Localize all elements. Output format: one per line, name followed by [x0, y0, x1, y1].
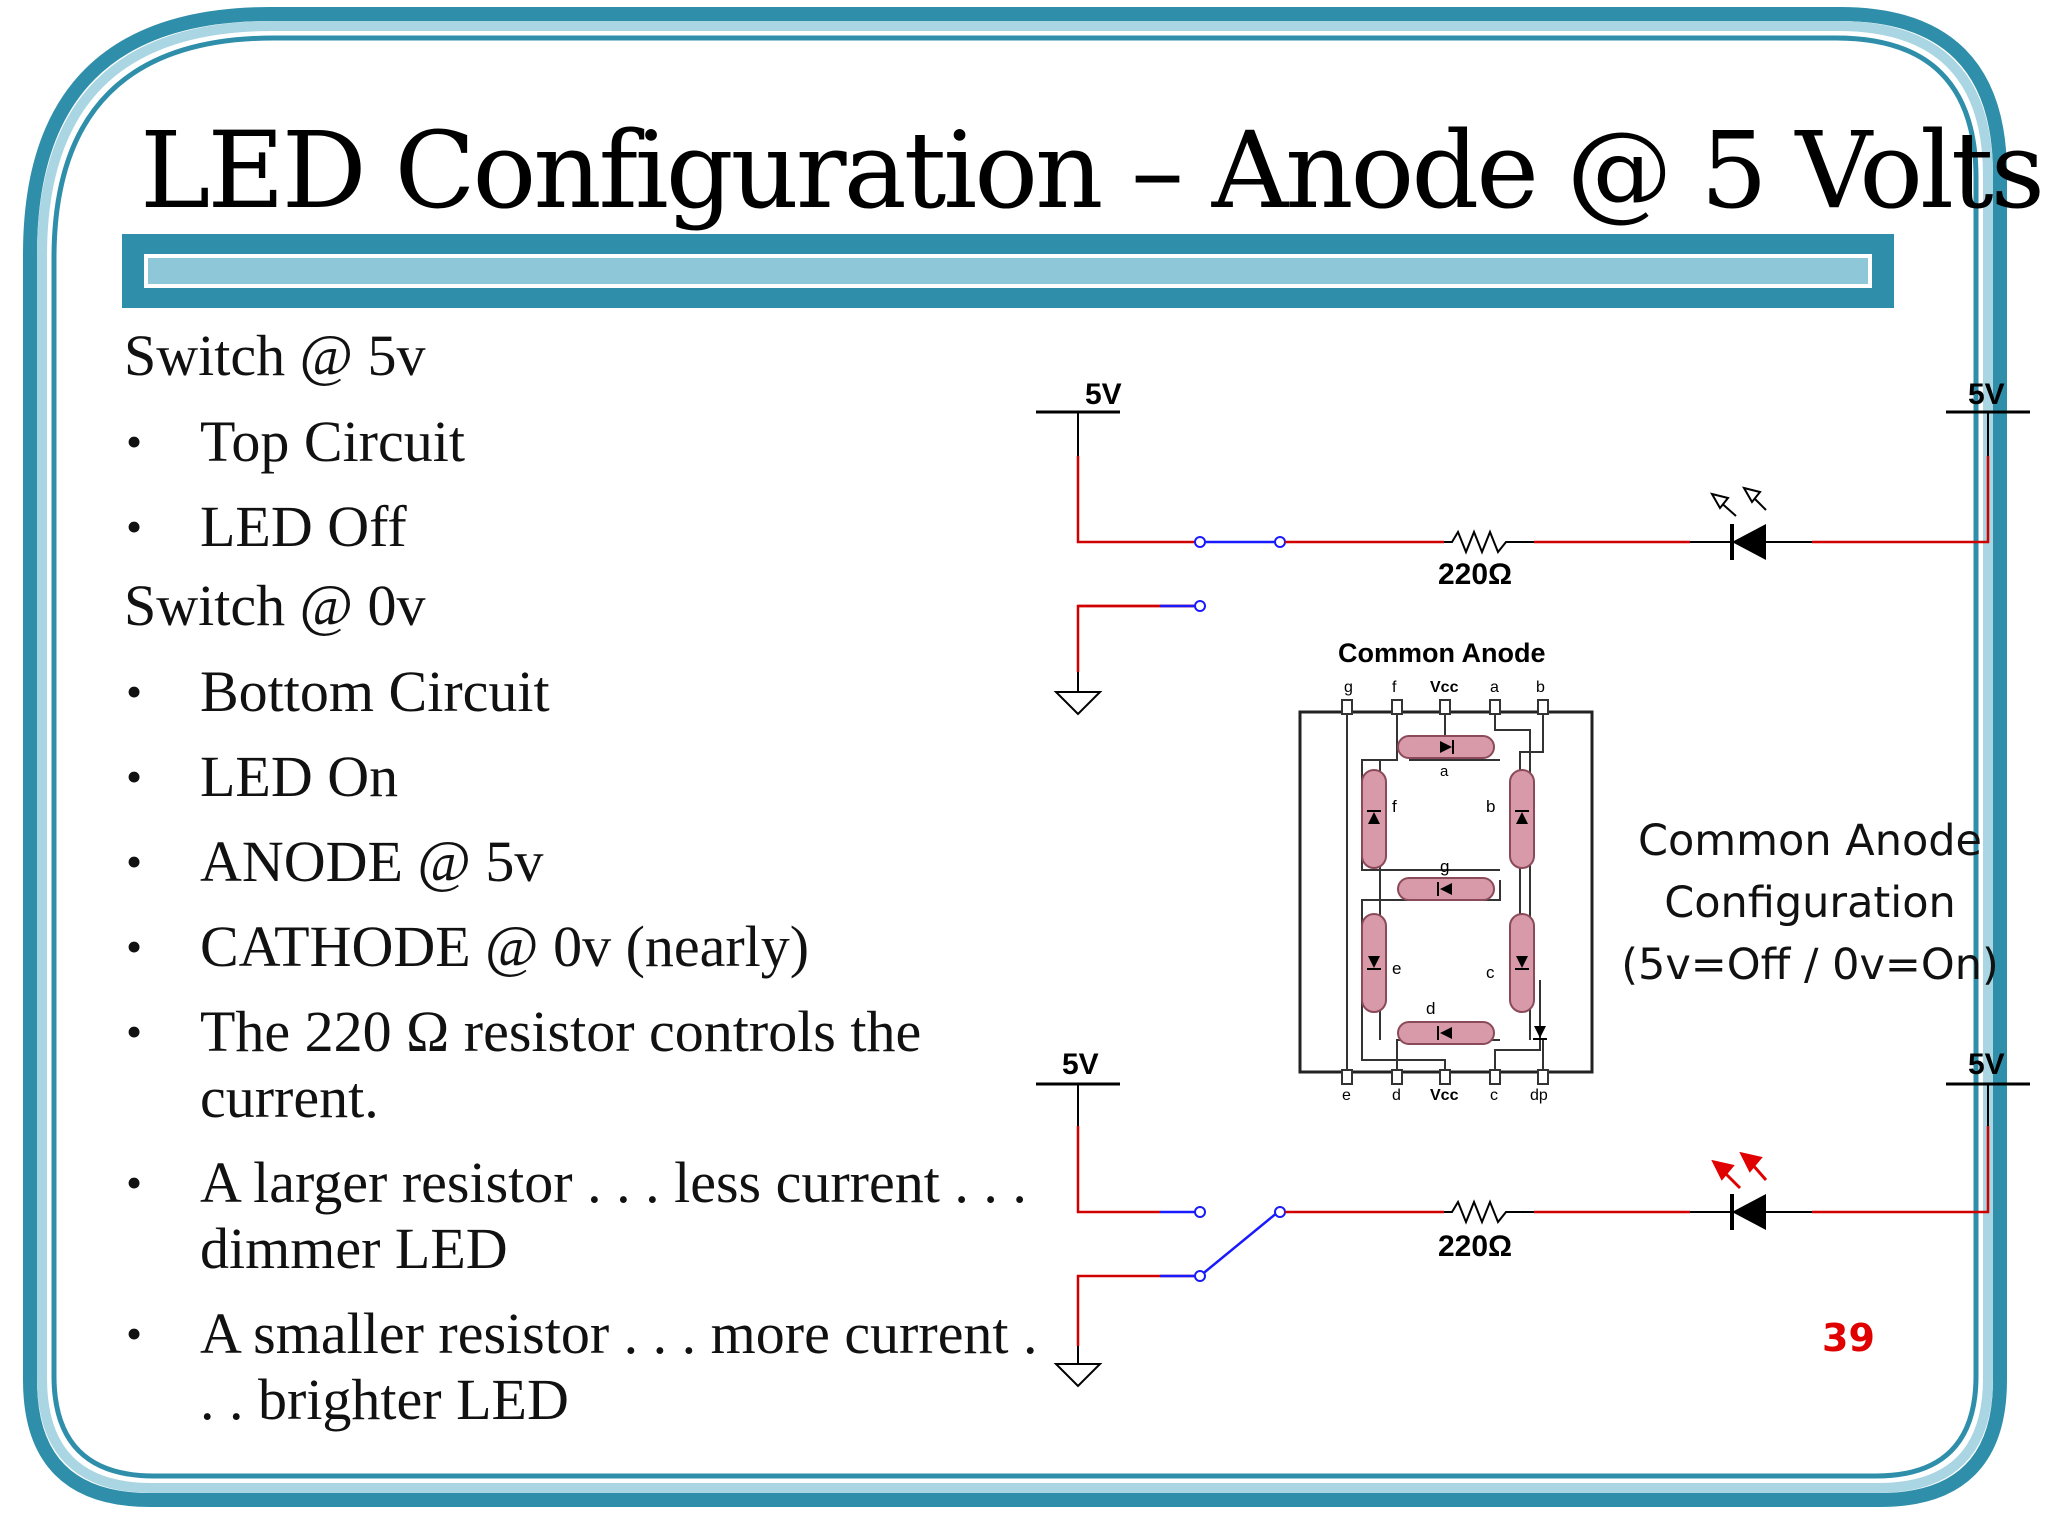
resistor-label: 220Ω [1438, 1230, 1512, 1263]
pin-label: d [1392, 1087, 1401, 1104]
page-number: 39 [1822, 1316, 1875, 1360]
section-heading: Switch @ 0v [124, 573, 426, 638]
title-underline-inner [144, 254, 1872, 288]
supply-label: 5V [1085, 378, 1122, 411]
list-item: • LED On [124, 744, 1044, 810]
supply-label: 5V [1062, 1048, 1099, 1081]
caption-line: Common Anode [1637, 816, 1983, 866]
configuration-caption: Common Anode Configuration (5v=Off / 0v=… [1615, 810, 2005, 996]
led-icon [1732, 524, 1766, 560]
segment-label: b [1486, 797, 1495, 816]
resistor-label: 220Ω [1438, 558, 1512, 591]
supply-label: 5V [1968, 378, 2005, 411]
bottom-circuit: 5V 220Ω 5V [1036, 1048, 2030, 1388]
bullet-list: • Bottom Circuit • LED On • ANODE @ 5v • CAT… [124, 659, 1044, 1433]
bullet-icon: • [126, 1157, 143, 1208]
ground-icon [1053, 1363, 1103, 1388]
list-item: • The 220 Ω resistor controls the current… [124, 999, 1044, 1131]
list-item: • ANODE @ 5v [124, 829, 1044, 895]
dp-diode-icon [1534, 1026, 1546, 1038]
pin-label: dp [1530, 1087, 1548, 1104]
list-item: • Top Circuit [124, 409, 1044, 475]
switch-arm [1199, 1211, 1279, 1277]
bullet-list: • Top Circuit • LED Off [124, 409, 1044, 560]
segment-label: g [1440, 857, 1449, 876]
list-item-text: A smaller resistor . . . more current . … [200, 1301, 1038, 1432]
led-light-arrows-icon [1709, 486, 1767, 517]
list-item-text: ANODE @ 5v [200, 829, 544, 894]
slide-body: Switch @ 5v • Top Circuit • LED Off Switch… [124, 310, 1044, 1433]
pin-label: f [1392, 679, 1397, 696]
top-circuit: 5V 220Ω 5V [1036, 378, 2030, 716]
list-item: • LED Off [124, 494, 1044, 560]
list-item: • A smaller resistor . . . more current .… [124, 1301, 1044, 1433]
pin-label: g [1344, 679, 1353, 696]
list-item: • A larger resistor . . . less current . … [124, 1150, 1044, 1282]
bullet-icon: • [126, 1006, 143, 1057]
bullet-icon: • [126, 836, 143, 887]
segment-label: f [1392, 797, 1397, 816]
segment-label: a [1440, 763, 1449, 780]
seven-segment-title: Common Anode [1338, 638, 1545, 668]
list-item-text: LED On [200, 744, 399, 809]
led-light-arrows-icon [1711, 1151, 1768, 1190]
bullet-icon: • [126, 921, 143, 972]
caption-line: (5v=Off / 0v=On) [1621, 940, 1999, 990]
pin-label: a [1490, 679, 1499, 696]
pin-label: Vcc [1430, 679, 1459, 696]
bullet-icon: • [126, 1308, 143, 1359]
bullet-icon: • [126, 666, 143, 717]
list-item-text: CATHODE @ 0v (nearly) [200, 914, 810, 979]
list-item-text: Top Circuit [200, 409, 465, 474]
slide-title: LED Configuration – Anode @ 5 Volts [140, 109, 2045, 232]
list-item-text: A larger resistor . . . less current . .… [200, 1150, 1027, 1281]
supply-label: 5V [1968, 1048, 2005, 1081]
section-heading: Switch @ 5v [124, 323, 426, 388]
segment-label: c [1486, 963, 1495, 982]
pin-label: e [1342, 1087, 1351, 1104]
list-item: • CATHODE @ 0v (nearly) [124, 914, 1044, 980]
led-icon [1732, 1194, 1766, 1230]
segment-label: d [1426, 999, 1435, 1018]
ground-icon [1053, 691, 1103, 716]
pin-label: Vcc [1430, 1087, 1459, 1104]
list-item-text: Bottom Circuit [200, 659, 550, 724]
bullet-icon: • [126, 501, 143, 552]
list-item-text: The 220 Ω resistor controls the current. [200, 999, 922, 1130]
list-item: • Bottom Circuit [124, 659, 1044, 725]
pin-label: c [1490, 1087, 1498, 1104]
caption-line: Configuration [1664, 878, 1956, 928]
seven-segment-display: Common Anode g f Vcc a b [1298, 638, 1594, 1104]
bullet-icon: • [126, 751, 143, 802]
bullet-icon: • [126, 416, 143, 467]
pin-label: b [1536, 679, 1545, 696]
list-item-text: LED Off [200, 494, 407, 559]
segment-label: e [1392, 959, 1401, 978]
